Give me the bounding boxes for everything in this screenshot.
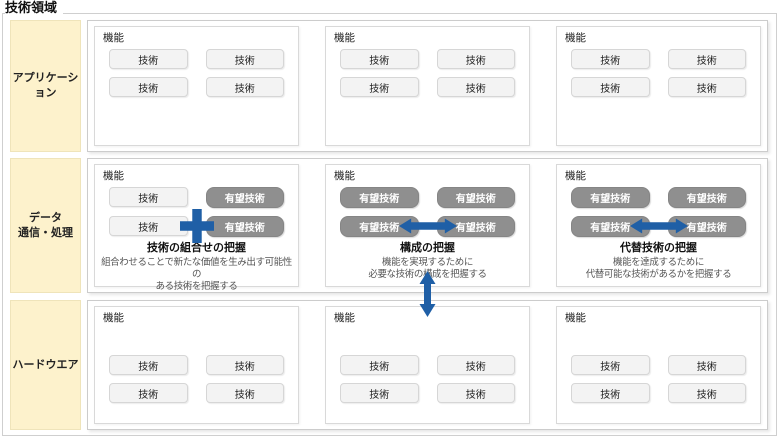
tech-box: 技術 <box>109 77 188 97</box>
tech-box: 技術 <box>436 355 515 375</box>
function-label: 機能 <box>334 312 355 324</box>
function-panel: 機能 技術 技術 技術 技術 <box>94 306 299 424</box>
promising-tech-box: 有望技術 <box>667 216 746 237</box>
tech-box: 技術 <box>436 383 515 403</box>
tech-box: 技術 <box>667 383 746 403</box>
caption-title: 代替技術の把握 <box>620 242 697 254</box>
promising-tech-box: 有望技術 <box>571 187 650 208</box>
tech-box: 技術 <box>109 216 188 236</box>
tech-box: 技術 <box>109 187 188 207</box>
page-title: 技術領域 <box>5 0 64 18</box>
function-panel-alternative: 機能 有望技術 有望技術 有望技術 有望技術 代替技術の把握 機能を達成するため… <box>556 164 761 287</box>
tech-button-grid: 技術 技術 技術 技術 <box>334 45 521 97</box>
row-box-hardware: 機能 技術 技術 技術 技術 機能 技術 技術 技術 技術 機能 技術 技術 技… <box>87 300 768 430</box>
caption-description: 機能を達成するために 代替可能な技術があるかを把握する <box>585 256 732 281</box>
figure-border <box>2 13 777 436</box>
caption-title: 構成の把握 <box>400 242 455 254</box>
row-data-communication: データ 通信・処理 機能 技術 有望技術 技術 有望技術 技術の組合せの把握 組… <box>10 158 768 293</box>
caption-title: 技術の組合せの把握 <box>147 242 246 254</box>
tech-box: 技術 <box>667 49 746 69</box>
tech-box: 技術 <box>109 49 188 69</box>
tech-box: 技術 <box>436 49 515 69</box>
promising-tech-box: 有望技術 <box>667 187 746 208</box>
caption-combination: 技術の組合せの把握 組合わせることで新たな価値を生み出す可能性の ある技術を把握… <box>101 242 292 294</box>
caption-alternative: 代替技術の把握 機能を達成するために 代替可能な技術があるかを把握する <box>565 242 752 281</box>
promising-tech-box: 有望技術 <box>340 187 419 208</box>
caption-description: 組合わせることで新たな価値を生み出す可能性の ある技術を把握する <box>101 256 292 293</box>
promising-tech-box: 有望技術 <box>205 187 284 208</box>
tech-box: 技術 <box>436 77 515 97</box>
tech-button-grid: 有望技術 有望技術 有望技術 有望技術 <box>565 183 752 237</box>
tech-box: 技術 <box>667 77 746 97</box>
row-box-application: 機能 技術 技術 技術 技術 機能 技術 技術 技術 技術 機能 技術 技術 技… <box>87 20 768 152</box>
function-panel-combination: 機能 技術 有望技術 技術 有望技術 技術の組合せの把握 組合わせることで新たな… <box>94 164 299 292</box>
tech-box: 技術 <box>571 49 650 69</box>
tech-box: 技術 <box>205 383 284 403</box>
tech-box: 技術 <box>205 355 284 375</box>
row-hardware: ハードウエア 機能 技術 技術 技術 技術 機能 技術 技術 技術 技術 機能 … <box>10 300 768 430</box>
tech-box: 技術 <box>109 383 188 403</box>
row-application: アプリケーション 機能 技術 技術 技術 技術 機能 技術 技術 技術 技術 機… <box>10 20 768 152</box>
tech-button-grid: 技術 技術 技術 技術 <box>334 351 521 403</box>
function-label: 機能 <box>334 170 355 182</box>
tech-box: 技術 <box>205 49 284 69</box>
function-label: 機能 <box>103 170 124 182</box>
tech-box: 技術 <box>571 355 650 375</box>
row-label-data-communication: データ 通信・処理 <box>10 158 81 293</box>
function-panel: 機能 技術 技術 技術 技術 <box>556 26 761 146</box>
function-label: 機能 <box>565 170 586 182</box>
plus-connector-icon <box>179 209 214 243</box>
tech-button-grid: 技術 有望技術 技術 有望技術 <box>103 183 290 243</box>
tech-box: 技術 <box>340 355 419 375</box>
function-panel-composition: 機能 有望技術 有望技術 有望技術 有望技術 構成の把握 機能を実現するために … <box>325 164 530 287</box>
double-arrow-horizontal-icon <box>398 218 457 234</box>
function-panel: 機能 技術 技術 技術 技術 <box>94 26 299 146</box>
tech-button-grid: 技術 技術 技術 技術 <box>103 45 290 97</box>
tech-box: 技術 <box>667 355 746 375</box>
row-label-application: アプリケーション <box>10 20 81 152</box>
tech-box: 技術 <box>571 383 650 403</box>
tech-button-grid: 有望技術 有望技術 有望技術 有望技術 <box>334 183 521 237</box>
promising-tech-box: 有望技術 <box>205 216 284 237</box>
tech-button-grid: 技術 技術 技術 技術 <box>565 351 752 403</box>
function-label: 機能 <box>565 312 586 324</box>
tech-button-grid: 技術 技術 技術 技術 <box>103 351 290 403</box>
double-arrow-vertical-icon <box>419 271 436 317</box>
tech-box: 技術 <box>205 77 284 97</box>
tech-box: 技術 <box>340 49 419 69</box>
tech-box: 技術 <box>109 355 188 375</box>
tech-box: 技術 <box>340 77 419 97</box>
function-panel: 機能 技術 技術 技術 技術 <box>556 306 761 424</box>
tech-box: 技術 <box>340 383 419 403</box>
function-label: 機能 <box>103 32 124 44</box>
double-arrow-horizontal-icon <box>629 218 688 234</box>
function-label: 機能 <box>103 312 124 324</box>
function-panel: 機能 技術 技術 技術 技術 <box>325 26 530 146</box>
tech-box: 技術 <box>571 77 650 97</box>
promising-tech-box: 有望技術 <box>436 187 515 208</box>
tech-button-grid: 技術 技術 技術 技術 <box>565 45 752 97</box>
function-label: 機能 <box>334 32 355 44</box>
row-label-hardware: ハードウエア <box>10 300 81 430</box>
function-panel: 機能 技術 技術 技術 技術 <box>325 306 530 424</box>
function-label: 機能 <box>565 32 586 44</box>
